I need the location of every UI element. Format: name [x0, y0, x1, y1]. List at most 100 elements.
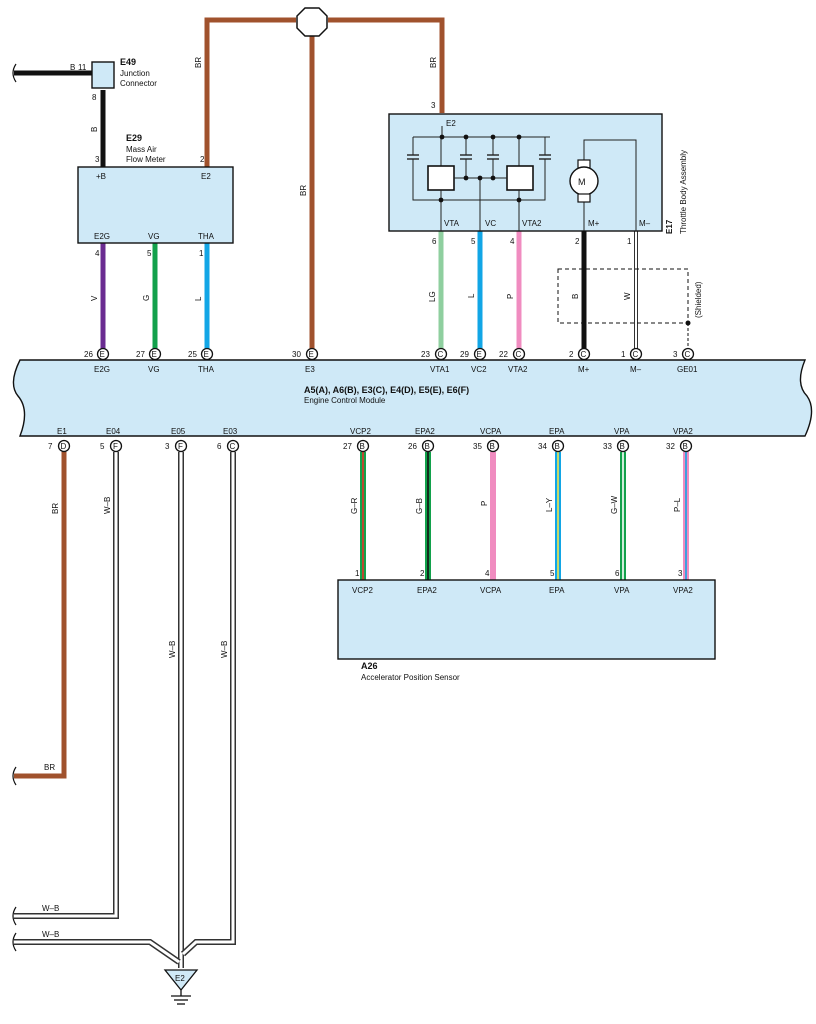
- wire-break-marks: [12, 63, 17, 952]
- e17-pin-e2: 3: [431, 101, 436, 110]
- a26-pin-5: 3: [678, 569, 683, 578]
- svg-text:26: 26: [84, 350, 93, 359]
- a26-pin-0: 1: [355, 569, 360, 578]
- apps-pin-0: VCP2 27 B: [343, 427, 371, 453]
- svg-text:E: E: [152, 350, 157, 359]
- e17-term-mm: M–: [639, 219, 651, 228]
- e17-term-vc: VC: [485, 219, 496, 228]
- shield-box: [557, 268, 689, 324]
- e29-wire-e2g-label: V: [90, 295, 99, 301]
- ecm-top-pin-1: 27 E VG: [136, 347, 162, 374]
- e17-term-vta: VTA: [444, 219, 460, 228]
- a26-pin-2: 4: [485, 569, 490, 578]
- ground-label: E2: [175, 974, 185, 983]
- e49-pin-bottom: 8: [92, 93, 97, 102]
- e29-term-e2g: E2G: [94, 232, 110, 241]
- a26-term-1: EPA2: [417, 586, 437, 595]
- svg-text:E3: E3: [305, 365, 315, 374]
- svg-text:VPA2: VPA2: [673, 427, 693, 436]
- svg-text:3: 3: [165, 442, 170, 451]
- e17-pin-vc: 5: [471, 237, 476, 246]
- wire-e04-label: W–B: [103, 497, 112, 514]
- svg-text:E03: E03: [223, 427, 238, 436]
- svg-text:E: E: [204, 350, 209, 359]
- svg-text:E: E: [100, 350, 105, 359]
- svg-text:B: B: [425, 442, 430, 451]
- wire-epa-label: L–Y: [545, 497, 554, 512]
- e17-pin-vta2: 4: [510, 237, 515, 246]
- e17-pin-mp: 2: [575, 237, 580, 246]
- svg-text:M–: M–: [630, 365, 642, 374]
- e29-pin-vg: 5: [147, 249, 152, 258]
- svg-text:23: 23: [421, 350, 430, 359]
- svg-text:F: F: [113, 442, 118, 451]
- ecm-ground-pin-1: E04 5 F: [100, 427, 123, 453]
- svg-text:VCP2: VCP2: [350, 427, 371, 436]
- wire-e05-label: W–B: [168, 641, 177, 658]
- left-wire-wb1-label: W–B: [42, 904, 59, 913]
- e17-term-mp: M+: [588, 219, 600, 228]
- e49-wire-left-label: B: [70, 63, 75, 72]
- ecm-ground-pin-3: E03 6 C: [217, 427, 240, 453]
- svg-text:27: 27: [343, 442, 352, 451]
- svg-text:C: C: [685, 350, 691, 359]
- svg-text:VG: VG: [148, 365, 160, 374]
- ecm-name: Engine Control Module: [304, 396, 386, 405]
- ecm-top-pin-3: 30 E E3: [292, 347, 319, 374]
- a26-pin-4: 6: [615, 569, 620, 578]
- e17-term-vta2: VTA2: [522, 219, 542, 228]
- shielded-label: (Shielded): [694, 281, 703, 318]
- wire-wb-left-bottom: [14, 939, 181, 965]
- ecm-top-pin-6: 22 C VTA2: [499, 347, 528, 374]
- ecm-top-pin-7: 2 C M+: [569, 347, 591, 374]
- svg-text:VPA: VPA: [614, 427, 630, 436]
- a26-term-4: VPA: [614, 586, 630, 595]
- apps-pin-2: VCPA 35 B: [473, 427, 502, 453]
- e29-term-e2: E2: [201, 172, 211, 181]
- svg-text:C: C: [230, 442, 236, 451]
- wire-br-top-loop: [204, 17, 445, 167]
- svg-text:E: E: [477, 350, 482, 359]
- e49-line2: Connector: [120, 79, 157, 88]
- a26-name: Accelerator Position Sensor: [361, 673, 460, 682]
- wire-wb-e04: [14, 452, 119, 919]
- svg-text:M+: M+: [578, 365, 590, 374]
- svg-text:VTA1: VTA1: [430, 365, 450, 374]
- svg-text:F: F: [178, 442, 183, 451]
- e17-pin-mm: 1: [627, 237, 632, 246]
- a26-pin-1: 2: [420, 569, 425, 578]
- ecm-engine-control-module: [12, 359, 813, 437]
- e17-wire-mm-label: W: [623, 292, 632, 300]
- svg-text:E: E: [309, 350, 314, 359]
- ecm-ground-pin-0: E1 7 D: [48, 427, 71, 453]
- apps-pin-4: VPA 33 B: [603, 427, 630, 453]
- svg-text:34: 34: [538, 442, 547, 451]
- svg-text:GE01: GE01: [677, 365, 698, 374]
- e3-wire-label: BR: [299, 185, 308, 196]
- e17-pin-vta: 6: [432, 237, 437, 246]
- a26-term-2: VCPA: [480, 586, 502, 595]
- svg-text:25: 25: [188, 350, 197, 359]
- svg-text:B: B: [683, 442, 688, 451]
- ground-icon: [163, 969, 199, 1005]
- svg-text:2: 2: [569, 350, 574, 359]
- wire-vpa-label: G–W: [610, 495, 619, 514]
- svg-text:B: B: [620, 442, 625, 451]
- svg-text:1: 1: [621, 350, 626, 359]
- svg-text:THA: THA: [198, 365, 215, 374]
- wire-epa2-label: G–B: [415, 498, 424, 514]
- svg-text:VC2: VC2: [471, 365, 487, 374]
- svg-text:6: 6: [217, 442, 222, 451]
- left-wire-br-label: BR: [44, 763, 55, 772]
- svg-text:32: 32: [666, 442, 675, 451]
- svg-text:E04: E04: [106, 427, 121, 436]
- e17-wire-in-label: BR: [429, 57, 438, 68]
- e29-pin-e2g: 4: [95, 249, 100, 258]
- e49-pin-left: 11: [78, 63, 87, 72]
- e17-wire-vta2-label: P: [506, 294, 515, 299]
- ecm-top-pin-8: 1 C M–: [621, 347, 643, 374]
- e29-term-vg: VG: [148, 232, 160, 241]
- svg-text:22: 22: [499, 350, 508, 359]
- ecm-top-pin-4: 23 C VTA1: [421, 347, 450, 374]
